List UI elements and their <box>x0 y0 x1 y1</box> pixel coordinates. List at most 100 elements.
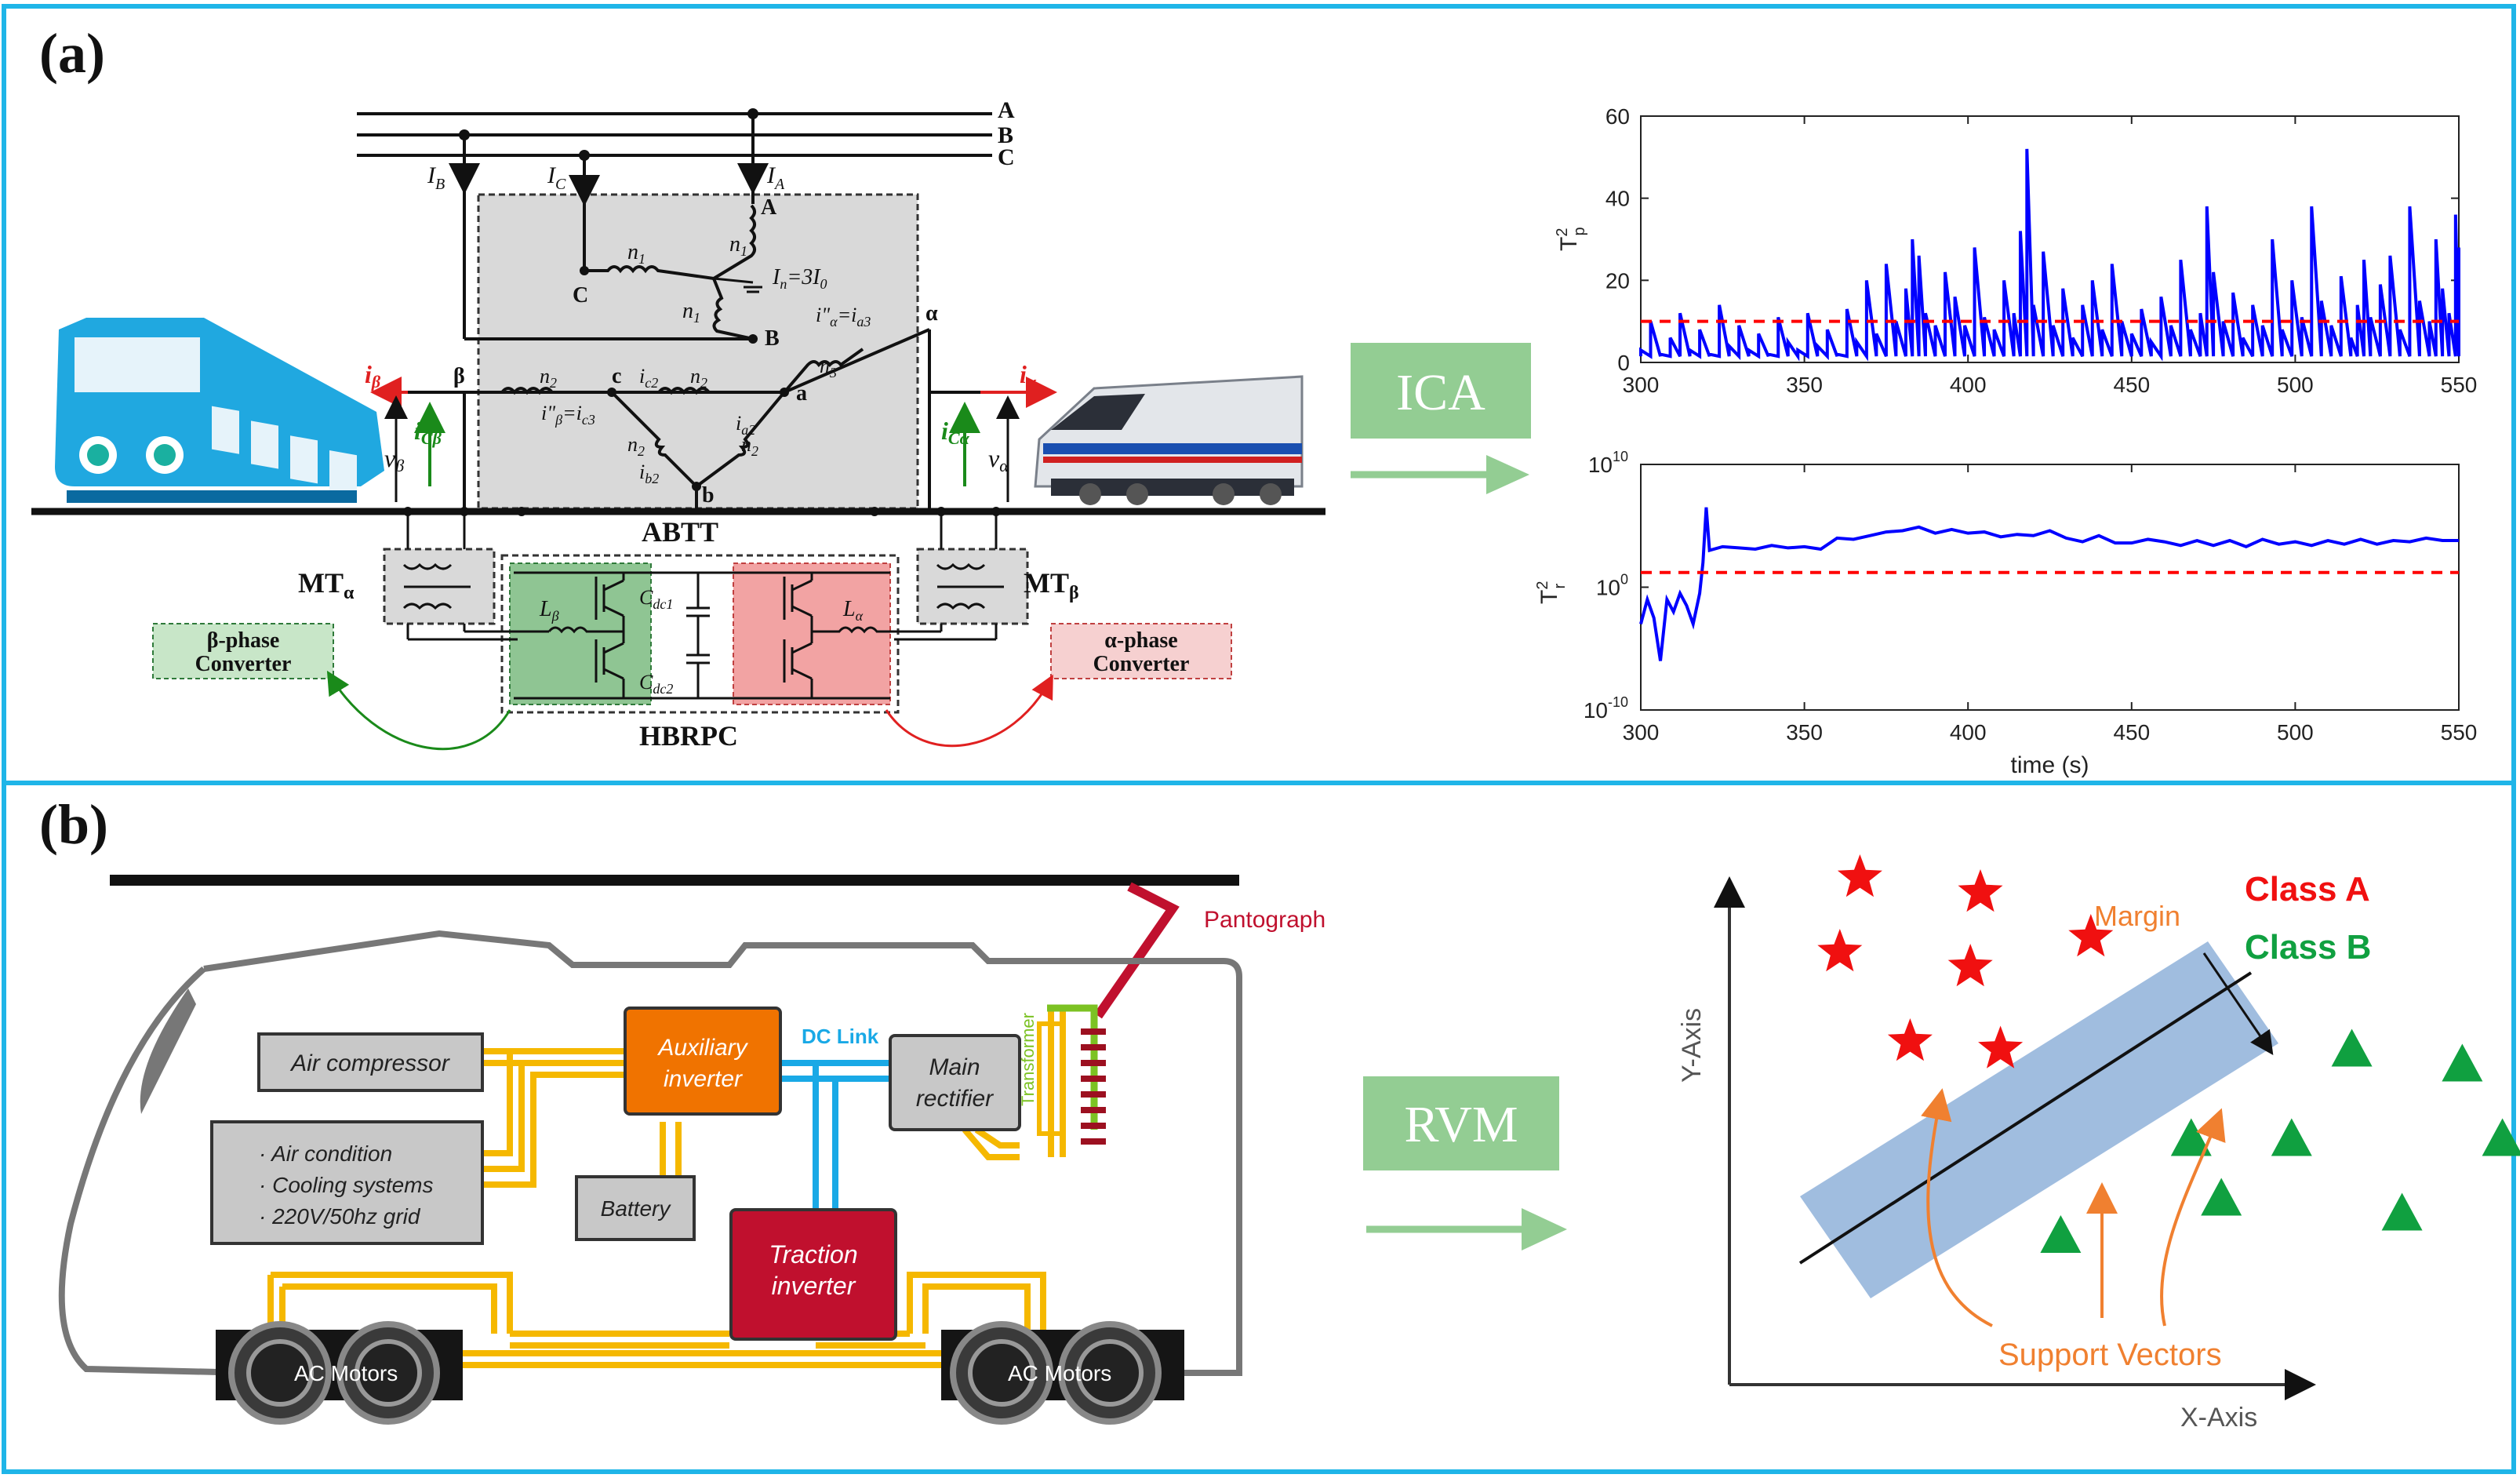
class-b-triangle <box>2170 1118 2212 1156</box>
class-b-triangle <box>2482 1118 2520 1156</box>
x-tick-label: 550 <box>2441 373 2478 397</box>
neutral-current: In=3I0 <box>772 265 827 292</box>
svg-text:· Air condition: · Air condition <box>259 1141 392 1166</box>
mt-alpha-label: MTα <box>298 567 355 603</box>
rvm-label: RVM <box>1404 1096 1518 1153</box>
phase-label-c: C <box>998 144 1015 170</box>
x-tick-label: 500 <box>2277 720 2314 744</box>
mt-beta-label: MTβ <box>1024 567 1079 603</box>
class-b-triangle <box>2442 1043 2483 1082</box>
svg-text:Converter: Converter <box>1093 652 1190 676</box>
svg-text:n3: n3 <box>820 355 837 380</box>
dc-link-label: DC Link <box>802 1025 879 1048</box>
current-ic: IC <box>547 162 566 193</box>
plot-frame <box>1640 464 2460 711</box>
node-a-primary: A <box>761 195 777 220</box>
x-axis-label: X-Axis <box>2180 1403 2257 1432</box>
x-tick-label: 450 <box>2113 373 2150 397</box>
svg-text:i"α=ia3: i"α=ia3 <box>816 304 871 329</box>
y-tick-label: 100 <box>1596 572 1628 600</box>
abtt-transformer-box <box>477 193 919 510</box>
y-tick-label: 40 <box>1605 187 1630 211</box>
margin-arrow <box>2202 952 2274 1055</box>
svg-text:Converter: Converter <box>195 652 292 676</box>
current-ib: IB <box>427 162 445 193</box>
node-alpha: α <box>925 301 938 326</box>
svg-text:Lα: Lα <box>842 597 864 624</box>
class-a-star <box>1947 944 1993 987</box>
transformer-label: Transformer <box>1018 1013 1038 1106</box>
tr-x-axis-label: time (s) <box>2011 752 2089 778</box>
svg-text:n1: n1 <box>627 240 645 267</box>
sv-arrow-3 <box>2160 1108 2226 1327</box>
phase-label-b: B <box>998 122 1013 148</box>
svg-text:n1: n1 <box>682 299 700 326</box>
auxiliary-inverter-box[interactable] <box>624 1007 782 1116</box>
panel-b-frame <box>2 781 2516 1474</box>
svg-text:ic2: ic2 <box>639 365 658 391</box>
beta-converter-region <box>509 562 652 705</box>
class-b-triangle <box>2201 1178 2242 1216</box>
air-condition-box[interactable] <box>210 1120 484 1245</box>
legend-class-a: Class A <box>2245 870 2370 908</box>
class-b-triangle <box>2381 1192 2423 1231</box>
hbrpc-label: HBRPC <box>639 720 738 752</box>
air-compressor-box[interactable] <box>257 1032 484 1092</box>
train-power-system-diagram: Pantograph DC Link <box>58 875 1325 1425</box>
svg-text:α-phase: α-phase <box>1104 628 1177 653</box>
rvm-arrowhead <box>1522 1208 1567 1250</box>
tp-y-axis-label: T2p <box>1554 227 1588 251</box>
capacitor-icon <box>686 573 710 698</box>
class-a-star <box>2068 914 2114 957</box>
node-beta: β <box>453 364 465 388</box>
hbrpc-box <box>500 554 900 714</box>
train-front-icon <box>55 318 384 503</box>
x-tick-label: 400 <box>1950 373 1987 397</box>
legend-class-b: Class B <box>2245 928 2371 967</box>
class-a-star <box>1958 869 2003 912</box>
class-a-star <box>1978 1025 2024 1068</box>
svg-text:Traction: Traction <box>769 1240 857 1269</box>
tp-series-line <box>1639 148 2460 362</box>
separating-hyperplane <box>1798 971 2253 1265</box>
support-vectors-label: Support Vectors <box>1998 1338 2222 1372</box>
svg-text:Cdc2: Cdc2 <box>639 671 673 697</box>
svg-text:a: a <box>796 381 807 406</box>
y-tick-label: 0 <box>1617 351 1630 375</box>
ica-label-box <box>1351 343 1531 439</box>
transformer-icon: Transformer <box>1018 1004 1106 1145</box>
svg-text:n2: n2 <box>690 365 707 391</box>
svg-text:ia2: ia2 <box>736 412 755 438</box>
ica-arrowhead <box>1486 455 1529 494</box>
x-tick-label: 300 <box>1623 720 1660 744</box>
x-tick-label: 450 <box>2113 720 2150 744</box>
svg-text:inverter: inverter <box>772 1272 856 1300</box>
i-beta-label: iβ <box>365 360 381 391</box>
battery-box[interactable] <box>575 1175 696 1241</box>
svg-text:Cdc1: Cdc1 <box>639 586 673 612</box>
ac-motors-label-left: AC Motors <box>294 1361 398 1385</box>
svg-text:b: b <box>702 483 715 508</box>
svg-text:n1: n1 <box>729 232 747 259</box>
svg-text:rectifier: rectifier <box>916 1086 994 1112</box>
y-axis-label: Y-Axis <box>1677 1008 1707 1083</box>
ac-motors-label-right: AC Motors <box>1008 1361 1111 1385</box>
x-tick-label: 350 <box>1786 373 1823 397</box>
traction-inverter-box[interactable] <box>729 1208 897 1341</box>
y-tick-label: 10-10 <box>1584 694 1628 723</box>
locomotive-icon <box>1034 375 1304 505</box>
x-tick-label: 400 <box>1950 720 1987 744</box>
wheel-icon <box>228 1321 1162 1425</box>
y-tick-label: 60 <box>1605 104 1630 129</box>
svg-text:Air compressor: Air compressor <box>289 1050 450 1076</box>
svg-text:ib2: ib2 <box>639 461 659 486</box>
svg-text:β-phase: β-phase <box>207 628 280 653</box>
tr-y-axis-label: T2r <box>1534 581 1569 604</box>
igbt-switch-icon <box>595 573 813 698</box>
i-alpha-label: iα <box>1020 360 1037 391</box>
svg-text:· Cooling systems: · Cooling systems <box>259 1173 434 1197</box>
ic-alpha-label: iCα <box>941 417 970 448</box>
main-rectifier-box[interactable] <box>889 1034 1021 1131</box>
